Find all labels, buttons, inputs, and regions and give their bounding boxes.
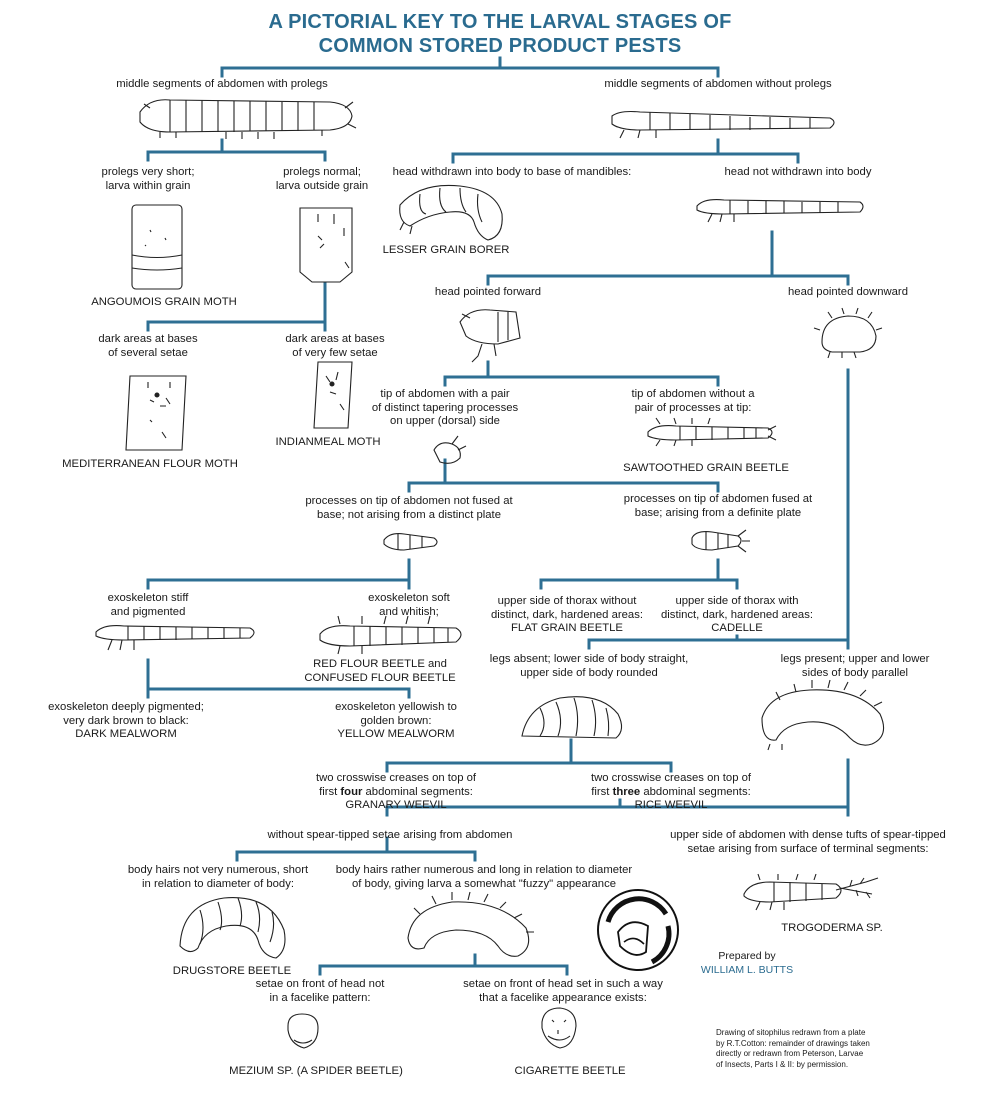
abdomen-tip-processes-icon: [433, 435, 467, 464]
title-line-1: A PICTORIAL KEY TO THE LARVAL STAGES OF: [268, 11, 732, 33]
prolegs-short-label: prolegs very short; larva within grain: [101, 166, 195, 192]
mezium-label: MEZIUM SP. (A SPIDER BEETLE): [229, 1065, 403, 1077]
head-withdrawn-label: head withdrawn into body to base of mand…: [392, 166, 632, 178]
normal-prolegs-segment-icon: [299, 207, 353, 283]
connector-tip: [443, 360, 720, 387]
connector-mealworm: [146, 658, 411, 699]
red-flour-beetle-label: RED FLOUR BEETLE and CONFUSED FLOUR BEET…: [304, 658, 456, 684]
author-name: WILLIAM L. BUTTS: [700, 963, 794, 976]
connector-weevils: [385, 738, 673, 773]
tip-no-pair-label: tip of abdomen without a pair of process…: [631, 388, 755, 414]
fuzzy-grub-icon: [407, 891, 534, 957]
legged-grub-icon: [761, 679, 885, 751]
angoumois-segment-icon: [131, 204, 183, 290]
head-forward-label: head pointed forward: [434, 286, 542, 298]
head-not-withdrawn-larva-icon: [696, 199, 864, 223]
dark-several-setae-label: dark areas at bases of several setae: [98, 333, 198, 359]
stiff-larva-icon: [95, 625, 255, 651]
lesser-grain-borer-label: LESSER GRAIN BORER: [382, 244, 510, 256]
fused-larva-icon: [691, 529, 750, 553]
purdue-university-seal: [597, 889, 679, 971]
prepared-by-label: Prepared by WILLIAM L. BUTTS: [700, 950, 794, 976]
dark-mealworm-label: exoskeleton deeply pigmented; very dark …: [48, 701, 204, 741]
drugstore-beetle-icon: [179, 897, 286, 959]
rice-weevil-label: two crosswise creases on top of first th…: [590, 772, 752, 812]
processes-not-fused-label: processes on tip of abdomen not fused at…: [305, 495, 513, 521]
connector-top: [220, 56, 720, 78]
connector-face: [318, 953, 569, 976]
exoskeleton-soft-label: exoskeleton soft and whitish;: [368, 592, 450, 618]
caterpillar-prolegs-icon: [139, 99, 357, 139]
cigarette-head-icon: [541, 1007, 577, 1049]
connector-thorax: [539, 558, 739, 590]
red-flour-larva-icon: [319, 615, 462, 655]
head-forward-icon: [459, 309, 521, 363]
angoumois-grain-moth-label: ANGOUMOIS GRAIN MOTH: [91, 296, 237, 308]
lesser-grain-borer-icon: [399, 184, 503, 241]
indianmeal-moth-label: INDIANMEAL MOTH: [275, 436, 381, 448]
processes-fused-label: processes on tip of abdomen fused at bas…: [623, 493, 813, 519]
thorax-with-label: upper side of thorax with distinct, dark…: [661, 595, 813, 635]
sawtoothed-grain-beetle-icon: [647, 417, 777, 447]
mediterranean-flour-moth-label: MEDITERRANEAN FLOUR MOTH: [62, 458, 238, 470]
head-downward-icon: [813, 307, 883, 359]
hairs-many-label: body hairs rather numerous and long in r…: [335, 864, 633, 890]
setae-not-face-label: setae on front of head not in a facelike…: [255, 978, 385, 1004]
granary-weevil-label: two crosswise creases on top of first fo…: [315, 772, 477, 812]
yellow-mealworm-label: exoskeleton yellowish to golden brown: Y…: [335, 701, 457, 741]
prolegs-normal-label: prolegs normal; larva outside grain: [275, 166, 369, 192]
connector-head: [451, 138, 800, 164]
cigarette-beetle-label: CIGARETTE BEETLE: [514, 1065, 626, 1077]
connector-spear: [385, 758, 850, 817]
thorax-without-label: upper side of thorax without distinct, d…: [491, 595, 643, 635]
head-downward-label: head pointed downward: [788, 286, 908, 298]
mediterranean-segment-icon: [125, 375, 187, 451]
diagram-title: A PICTORIAL KEY TO THE LARVAL STAGES OF …: [0, 10, 1000, 58]
connector-processes: [407, 458, 720, 493]
head-not-withdrawn-label: head not withdrawn into body: [724, 166, 872, 178]
connector-exoskeleton: [146, 558, 411, 590]
sawtoothed-grain-beetle-label: SAWTOOTHED GRAIN BEETLE: [623, 462, 789, 474]
legs-present-label: legs present; upper and lower sides of b…: [780, 653, 930, 679]
exoskeleton-stiff-label: exoskeleton stiff and pigmented: [107, 592, 189, 618]
hairs-few-label: body hairs not very numerous, short in r…: [127, 864, 309, 890]
tip-pair-label: tip of abdomen with a pair of distinct t…: [371, 388, 519, 428]
trogoderma-icon: [743, 873, 879, 911]
with-spear-setae-label: upper side of abdomen with dense tufts o…: [670, 829, 946, 855]
connector-prolegs: [146, 138, 327, 162]
connector-head-direction: [486, 230, 850, 286]
connector-dark-areas: [146, 281, 327, 332]
connector-legs: [587, 634, 850, 650]
legless-weevil-icon: [521, 696, 623, 739]
indianmeal-segment-icon: [313, 361, 353, 429]
legs-absent-label: legs absent; lower side of body straight…: [489, 653, 689, 679]
title-line-2: COMMON STORED PRODUCT PESTS: [318, 35, 682, 57]
connector-hairs: [235, 836, 477, 862]
without-prolegs-label: middle segments of abdomen without prole…: [604, 78, 832, 90]
not-fused-larva-icon: [383, 533, 438, 551]
slender-larva-icon: [611, 110, 835, 139]
without-spear-setae-label: without spear-tipped setae arising from …: [267, 829, 513, 841]
drawing-credits-note: Drawing of sitophilus redrawn from a pla…: [716, 1028, 870, 1069]
with-prolegs-label: middle segments of abdomen with prolegs: [116, 78, 328, 90]
trogoderma-label: TROGODERMA SP.: [781, 922, 883, 934]
dark-few-setae-label: dark areas at bases of very few setae: [285, 333, 385, 359]
setae-face-label: setae on front of head set in such a way…: [463, 978, 663, 1004]
mezium-head-icon: [287, 1013, 319, 1049]
drugstore-beetle-label: DRUGSTORE BEETLE: [172, 965, 292, 977]
